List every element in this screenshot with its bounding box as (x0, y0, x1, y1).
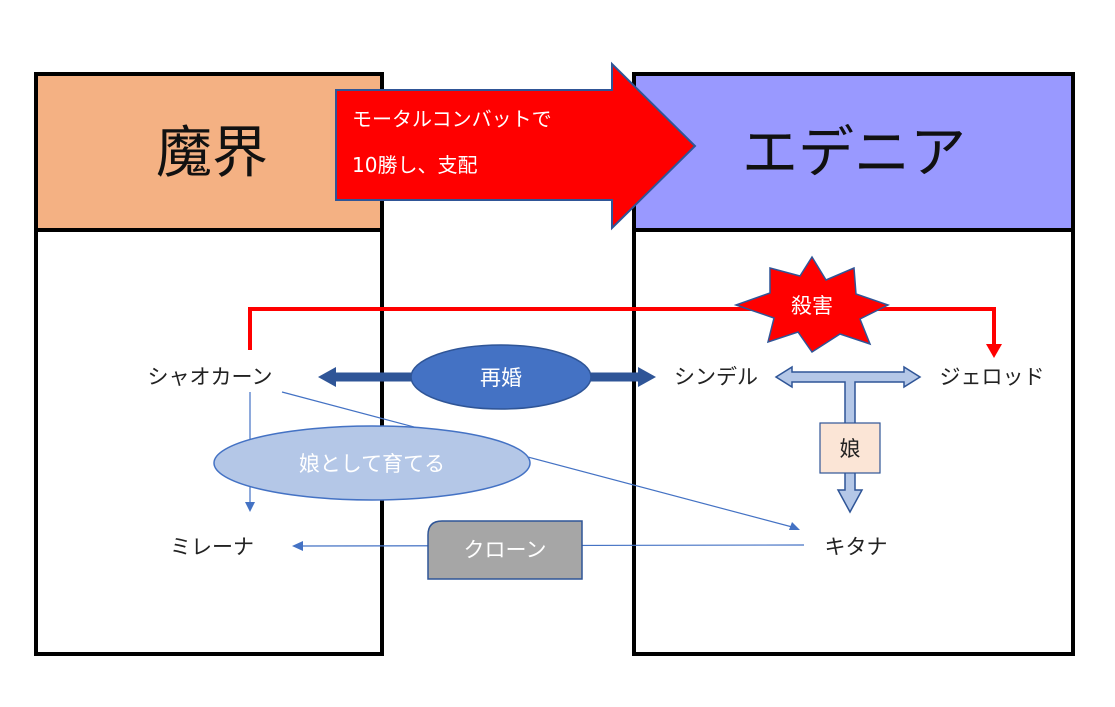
raise-as-daughter: 娘として育てる (213, 425, 531, 501)
shaokahn-kitana-line (281, 391, 797, 529)
makai-header (34, 72, 384, 232)
edenia-panel: エデニア (632, 72, 1075, 656)
clone-box (427, 520, 583, 580)
conquest-text-line1: モータルコンバットで (352, 107, 552, 131)
clone-label: クローン (464, 538, 547, 562)
edenia-title: エデニア (742, 121, 966, 186)
sindel-label: シンデル (674, 365, 758, 389)
remarriage-label: 再婚 (480, 366, 522, 390)
remarriage-left-arrowhead (318, 367, 336, 387)
daughter-connector: 娘 (774, 365, 922, 514)
mileena-label: ミレーナ (170, 535, 254, 559)
daughter-label: 娘 (840, 437, 861, 461)
clone-arrowhead (292, 541, 303, 551)
kitana-label: キタナ (825, 535, 888, 559)
murder-badge: 殺害 (733, 255, 890, 354)
makai-title: 魔界 (156, 121, 268, 186)
shaokahn-kitana-arrowhead (789, 522, 800, 530)
murder-connector (248, 307, 1002, 358)
remarriage-connector: 再婚 (318, 344, 656, 410)
conquest-text-line2: 10勝し、支配 (352, 153, 477, 177)
murder-line (248, 307, 996, 350)
conquest-arrow: モータルコンバットで 10勝し、支配 (335, 61, 697, 231)
edenia-body (632, 228, 1075, 656)
conquest-arrow-shape (335, 61, 697, 231)
raise-oval (213, 425, 531, 501)
explosion-icon (733, 255, 890, 354)
shaokahn-mileena-arrowhead (245, 502, 255, 512)
clone-box-group: クローン (427, 520, 583, 580)
murder-arrowhead (986, 344, 1002, 358)
murder-label: 殺害 (791, 294, 833, 318)
shaokahn-label: シャオカーン (148, 365, 273, 389)
makai-panel: 魔界 (34, 72, 384, 656)
remarriage-oval (410, 344, 592, 410)
remarriage-right-arrowhead (638, 367, 656, 387)
daughter-box (819, 422, 881, 474)
jerrod-label: ジェロッド (940, 365, 1045, 389)
edenia-header (632, 72, 1075, 232)
raise-label: 娘として育てる (299, 452, 445, 476)
